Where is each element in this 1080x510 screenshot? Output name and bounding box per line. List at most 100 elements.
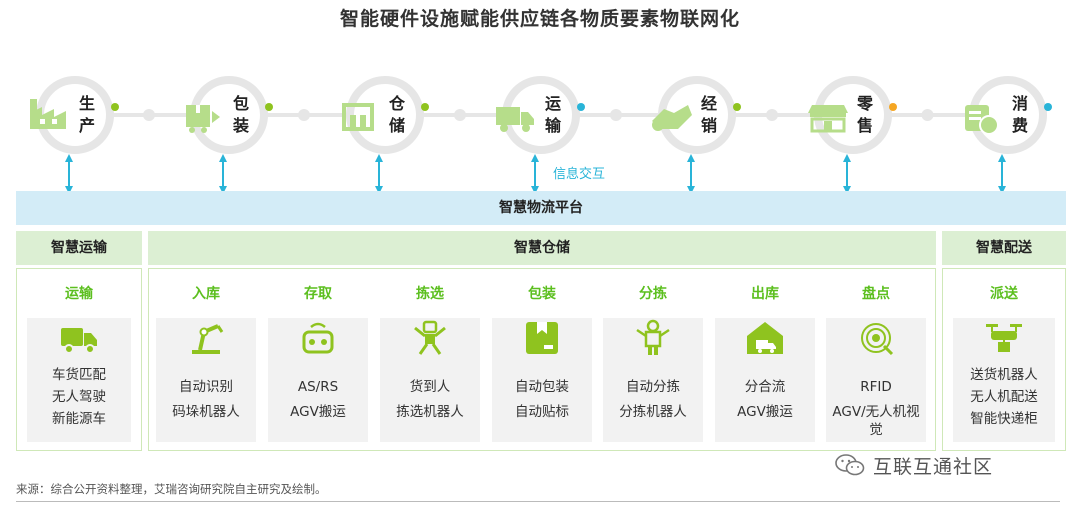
item-title-transport: 运输 [65,286,93,302]
stage-char: 经 [700,94,717,113]
item-title-delivery: 派送 [990,286,1018,302]
stage-char: 产 [78,116,95,135]
stage-label: 运输 [542,93,564,137]
exchange-arrow [843,154,851,194]
exchange-arrow [998,154,1006,194]
stage-6 [965,76,1052,194]
item-line: 货到人 [409,379,451,395]
item-line: AS/RS [297,379,339,395]
stage-char: 储 [388,116,405,135]
picking-robot-icon [414,320,446,355]
stage-char: 售 [856,116,873,135]
item-line: AGV/无人机视觉 [832,404,920,438]
stage-dot [265,103,273,111]
item-card-warehouse-4: 自动分拣分拣机器人 [603,318,703,442]
item-line: 无人驾驶 [52,389,106,405]
item-line: 车货匹配 [52,367,106,383]
item-line: 分合流 [744,379,786,395]
divider [16,501,1060,502]
section-header-delivery: 智慧配送 [942,231,1066,265]
exchange-arrow [65,154,73,194]
info-exchange-label: 信息交互 [553,167,606,182]
item-title-warehouse-0: 入库 [192,286,220,302]
supply-chain-flow [30,76,1052,194]
exchange-arrow [375,154,383,194]
sorting-robot-icon [636,319,670,355]
wechat-icon [835,454,865,476]
item-line: AGV搬运 [737,404,793,420]
chain-node [766,109,778,121]
item-title-warehouse-6: 盘点 [862,286,890,302]
item-card-delivery: 送货机器人无人机配送智能快递柜 [953,318,1055,442]
exchange-arrow [219,154,227,194]
item-line: 自动分拣 [626,379,680,395]
item-title-warehouse-5: 出库 [751,286,779,302]
robot-arm-icon [192,324,224,354]
item-line: 拣选机器人 [396,404,464,420]
stage-label: 消费 [1009,93,1031,137]
stage-4 [652,76,741,194]
stage-char: 消 [1011,94,1028,113]
stage-dot [577,103,585,111]
agv-robot-icon [302,322,334,354]
package-icon [186,105,220,133]
truck-icon [61,328,97,354]
item-title-warehouse-3: 包装 [528,286,556,302]
section-header-transport: 智慧运输 [16,231,142,265]
stage-label: 生产 [76,93,98,137]
section-header-warehouse: 智慧仓储 [148,231,936,265]
smart-logistics-platform: 智慧物流平台 [16,191,1066,225]
watermark-text: 互联互通社区 [873,455,994,478]
item-line: 送货机器人 [970,367,1038,383]
stage-char: 包 [232,94,249,113]
chain-node [298,109,310,121]
stage-dot [889,103,897,111]
chain-node [610,109,622,121]
stage-2 [342,76,429,194]
stage-char: 仓 [388,94,405,113]
stage-char: 装 [232,116,249,135]
store-icon [808,105,848,133]
item-line: 自动包装 [515,379,569,395]
garage-truck-icon [747,322,783,354]
box-icon [526,322,558,354]
item-line: RFID [860,379,892,395]
stage-char: 输 [544,116,561,135]
item-title-warehouse-4: 分拣 [639,286,667,302]
stage-label: 经销 [698,93,720,137]
item-card-warehouse-6: RFID AGV/无人机视觉 [826,318,926,442]
drone-icon [986,324,1022,352]
stage-char: 销 [700,116,717,135]
item-card-warehouse-0: 自动识别码垛机器人 [156,318,256,442]
item-card-warehouse-2: 货到人拣选机器人 [380,318,480,442]
factory-icon [30,99,66,129]
item-title-warehouse-1: 存取 [304,286,332,302]
item-card-warehouse-5: 分合流 AGV搬运 [715,318,815,442]
handshake-icon [652,105,692,131]
stage-char: 零 [856,94,873,113]
item-line: 码垛机器人 [172,404,240,420]
item-line: 分拣机器人 [619,404,687,420]
platform-label: 智慧物流平台 [499,200,583,216]
exchange-arrow [687,154,695,194]
warehouse-icon [342,103,374,131]
watermark: 互联互通社区 [835,451,1050,479]
item-line: 智能快递柜 [970,411,1038,427]
stage-0 [30,76,119,194]
stage-3 [496,76,585,194]
stage-label: 零售 [854,93,876,137]
stage-dot [421,103,429,111]
page-title: 智能硬件设施赋能供应链各物质要素物联网化 [339,8,740,30]
exchange-arrow [531,154,539,194]
stage-char: 费 [1011,116,1028,135]
truck-icon [496,107,534,132]
stage-dot [1044,103,1052,111]
stage-label: 包装 [230,93,252,137]
stage-5 [808,76,897,194]
source-note: 来源：综合公开资料整理，艾瑞咨询研究院自主研究及绘制。 [16,482,327,496]
item-line: 无人机配送 [970,389,1038,405]
stage-1 [186,76,273,194]
rfid-scan-icon [861,323,894,356]
wallet-icon [965,105,999,135]
